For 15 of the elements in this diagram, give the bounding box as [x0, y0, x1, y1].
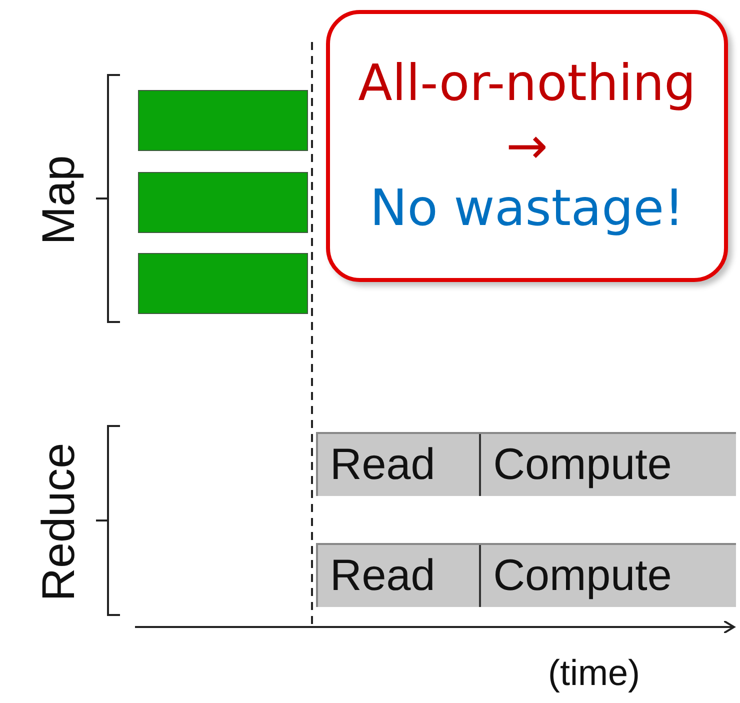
callout-text: All-or-nothing →: [357, 53, 697, 177]
axis-label: (time): [548, 652, 640, 694]
callout-box: [326, 10, 728, 282]
map-task-bar: [138, 172, 308, 233]
reduce-task-bar: [316, 432, 736, 496]
map-task-bar: [138, 90, 308, 151]
reduce-task-bar: [316, 543, 736, 607]
phase-label: Read: [329, 550, 436, 602]
callout-text: No wastage!: [370, 178, 684, 240]
axis-label: Map: [31, 155, 85, 245]
axis-label: Reduce: [31, 442, 85, 602]
phase-label: Read: [329, 439, 436, 491]
phase-label: Compute: [479, 434, 736, 496]
map-task-bar: [138, 253, 308, 314]
phase-label: Compute: [479, 545, 736, 607]
